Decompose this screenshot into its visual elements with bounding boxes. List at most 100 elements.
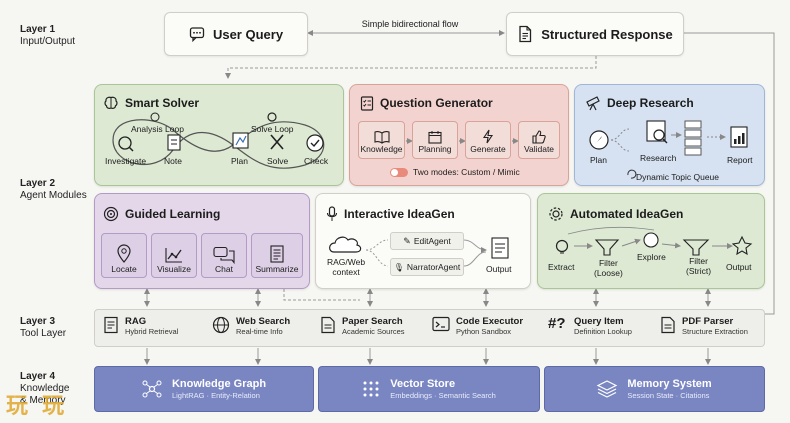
agent-label: NarratorAgent (406, 262, 461, 272)
rag-doc-icon (104, 316, 118, 334)
automated-ideagen-module[interactable]: Automated IdeaGen Extract Filter (Loose)… (537, 193, 765, 289)
module-title-text: Automated IdeaGen (570, 207, 684, 221)
step-label: Generate (470, 144, 506, 154)
tool-title: Web Search (236, 316, 291, 327)
tool-sub: Definition Lookup (574, 327, 632, 336)
knowledge-sub: Embeddings · Semantic Search (390, 390, 496, 400)
line-chart-icon (165, 248, 182, 263)
summary-doc-icon (270, 245, 284, 263)
step-label: Validate (523, 144, 555, 154)
step-visualize: Visualize (151, 233, 197, 278)
module-title-text: Deep Research (607, 96, 694, 110)
step-label: Chat (215, 264, 233, 274)
toggle-switch[interactable] (390, 167, 408, 177)
pencil-icon: ✎ (403, 235, 411, 246)
step-knowledge: Knowledge (358, 121, 405, 159)
gear-icon (549, 207, 563, 221)
tool-title: RAG (125, 316, 147, 327)
tool-sub: Structure Extraction (682, 327, 748, 336)
interactive-ideagen-title: Interactive IdeaGen (326, 206, 455, 222)
bulb-icon (555, 239, 569, 253)
layer-subtitle: Input/Output (20, 36, 76, 47)
structured-response-box[interactable]: Structured Response (506, 12, 684, 56)
chat-icon (189, 27, 205, 43)
calendar-icon (428, 131, 442, 144)
layer-title: Layer 3 (20, 316, 56, 327)
layer-subtitle: Knowledge (20, 383, 70, 394)
ideagen-flow (329, 236, 509, 267)
automated-ideagen-title: Automated IdeaGen (548, 206, 683, 222)
layer-2-label: Layer 2 Agent Modules (20, 178, 87, 202)
node-output: Output (726, 262, 752, 272)
deep-research-module[interactable]: Deep Research Plan Research Report Dynam… (574, 84, 765, 186)
context-line-1: RAG/Web (327, 257, 366, 267)
knowledge-sub: Session State · Citations (627, 390, 710, 400)
thumbs-up-icon (532, 130, 546, 144)
layer-title: Layer 4 (20, 371, 56, 382)
module-title-text: Smart Solver (125, 96, 200, 110)
lightning-icon (482, 129, 494, 144)
solve-loop-label: Solve Loop (251, 124, 294, 134)
solver-loop-diagram (112, 112, 325, 169)
tool-title: Query Item (574, 316, 624, 327)
step-label: Locate (111, 264, 137, 274)
filter-sub-label: (Loose) (594, 268, 623, 278)
filter-label: Filter (689, 256, 708, 266)
node-report: Report (727, 155, 753, 165)
knowledge-sub: LightRAG · Entity-Relation (171, 390, 260, 400)
layer-subtitle-2: & Memory (20, 395, 66, 406)
checklist-icon (360, 96, 374, 111)
layer-subtitle: Tool Layer (20, 328, 67, 339)
layer-3-label: Layer 3 Tool Layer (20, 316, 66, 340)
layer-4-label: Layer 4 Knowledge & Memory (20, 371, 69, 407)
tool-sub: Hybrid Retrieval (125, 327, 179, 336)
edit-agent-box: ✎EditAgent (390, 232, 464, 250)
node-plan: Plan (231, 156, 249, 166)
modes-label: Two modes: Custom / Mimic (413, 167, 520, 177)
research-diagram (589, 120, 748, 179)
smart-solver-module[interactable]: Smart Solver Analysis Loop Solve Loop In… (94, 84, 344, 186)
cloud-icon (329, 236, 362, 253)
agent-label: EditAgent (413, 236, 451, 246)
microphone-icon (326, 206, 338, 221)
paper-icon (321, 316, 335, 334)
telescope-icon (586, 96, 600, 111)
question-generator-module[interactable]: Question Generator Knowledge Planning Ge… (349, 84, 569, 186)
step-chat: Chat (201, 233, 247, 278)
tool-sub: Python Sandbox (456, 327, 512, 336)
layer-title: Layer 2 (20, 178, 56, 189)
node-investigate: Investigate (105, 156, 147, 166)
node-solve: Solve (267, 156, 289, 166)
document-icon (519, 25, 532, 43)
modes-toggle[interactable]: Two modes: Custom / Mimic (390, 167, 520, 177)
target-icon (103, 206, 119, 222)
interactive-ideagen-module[interactable]: Interactive IdeaGen ✎EditAgent 🎙Narrator… (315, 193, 531, 289)
knowledge-title: Vector Store (390, 377, 456, 390)
structured-response-label: Structured Response (541, 26, 673, 42)
filter-label: Filter (598, 258, 618, 268)
smart-solver-title: Smart Solver (103, 95, 199, 111)
brain-icon (104, 96, 118, 109)
guided-learning-module[interactable]: Guided Learning Locate Visualize Chat Su… (94, 193, 310, 289)
step-locate: Locate (101, 233, 147, 278)
automated-flow (555, 226, 753, 256)
terminal-icon (432, 316, 450, 332)
book-icon (373, 130, 390, 144)
user-query-box[interactable]: User Query (164, 12, 308, 56)
node-check: Check (304, 156, 329, 166)
analysis-loop-label: Analysis Loop (131, 124, 184, 134)
mic-icon: 🎙 (393, 262, 404, 272)
step-generate: Generate (465, 121, 511, 159)
funnel-icon-2 (682, 239, 710, 256)
narrator-agent-box: 🎙NarratorAgent (390, 258, 464, 276)
node-filter-strict: Filter (Strict) (686, 256, 711, 276)
